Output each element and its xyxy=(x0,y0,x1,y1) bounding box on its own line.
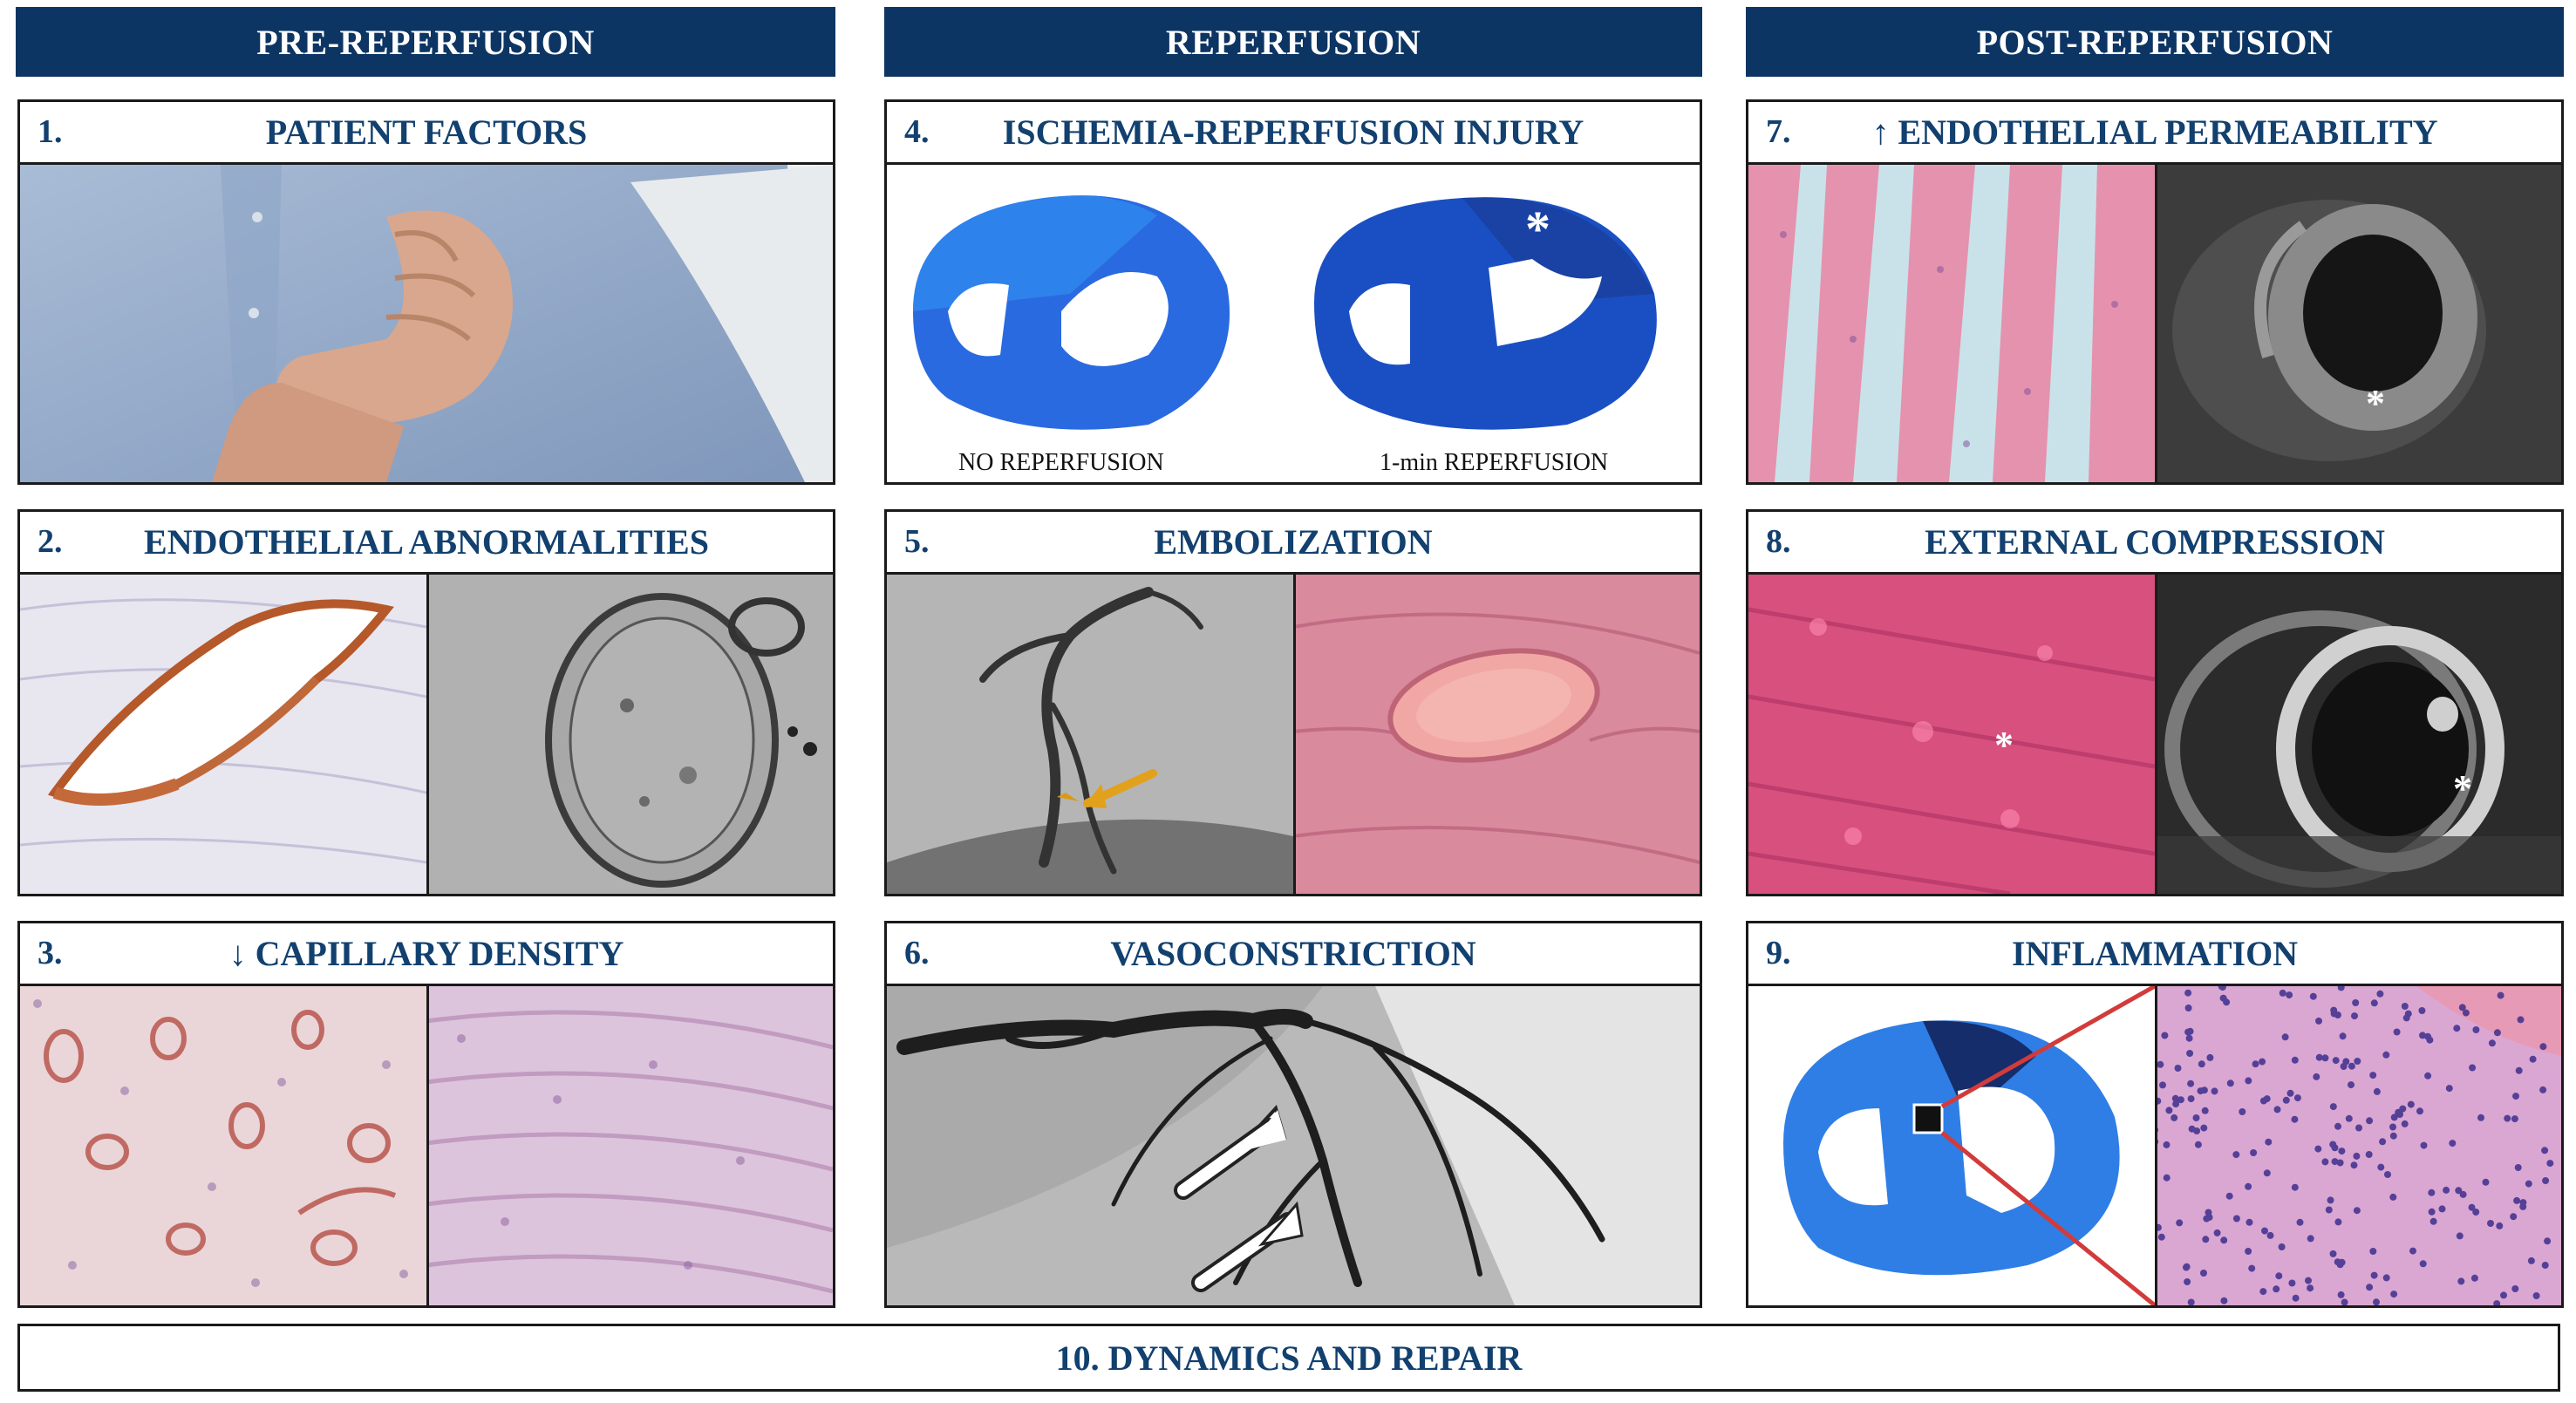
panel-title: 5. EMBOLIZATION xyxy=(887,512,1700,575)
asterisk-marker: * xyxy=(2453,767,2472,810)
panel-capillary-density: 3. ↓ CAPILLARY DENSITY xyxy=(17,921,835,1308)
histology-edema xyxy=(1748,165,2155,482)
panel-number: 1. xyxy=(37,113,63,150)
panel-embolization: 5. EMBOLIZATION xyxy=(884,509,1702,896)
heart-slice-1min-reperfusion xyxy=(1288,180,1680,442)
panel-title-text: ↓ CAPILLARY DENSITY xyxy=(228,934,624,973)
panel-number: 3. xyxy=(37,935,63,971)
panel-dynamics-and-repair: 10. DYNAMICS AND REPAIR xyxy=(17,1324,2560,1392)
histology-low-capillary-density xyxy=(426,986,833,1305)
panel-number: 2. xyxy=(37,523,63,560)
panel-title: 7. ↑ ENDOTHELIAL PERMEABILITY xyxy=(1748,102,2561,165)
histology-hemorrhage xyxy=(1748,575,2155,894)
image-divider xyxy=(2155,165,2157,482)
panel-inflammation: 9. INFLAMMATION xyxy=(1746,921,2564,1308)
label-1min-reperfusion: 1-min REPERFUSION xyxy=(1380,449,1609,476)
panel-title-text: INFLAMMATION xyxy=(2011,934,2299,973)
image-divider xyxy=(2155,986,2157,1305)
histology-high-capillary-density xyxy=(20,986,426,1305)
angiogram-embolization xyxy=(887,575,1293,894)
panel-title: 3. ↓ CAPILLARY DENSITY xyxy=(20,923,833,986)
panel-number: 5. xyxy=(904,523,930,560)
panel-title-text: VASOCONSTRICTION xyxy=(1110,934,1476,973)
panel-number: 4. xyxy=(904,113,930,150)
photo-patient-chest-pain xyxy=(20,165,833,482)
panel-number: 6. xyxy=(904,935,930,971)
panel-title-text: EMBOLIZATION xyxy=(1154,522,1433,562)
panel-endothelial-permeability: 7. ↑ ENDOTHELIAL PERMEABILITY xyxy=(1746,99,2564,485)
panel-title: 1. PATIENT FACTORS xyxy=(20,102,833,165)
label-no-reperfusion: NO REPERFUSION xyxy=(958,449,1164,476)
image-divider xyxy=(1293,575,1296,894)
image-divider xyxy=(426,575,429,894)
panel-patient-factors: 1. PATIENT FACTORS xyxy=(17,99,835,485)
panel-title: 9. INFLAMMATION xyxy=(1748,923,2561,986)
panel-title: 8. EXTERNAL COMPRESSION xyxy=(1748,512,2561,575)
column-header-reperfusion: REPERFUSION xyxy=(884,7,1702,77)
panel-vasoconstriction: 6. VASOCONSTRICTION xyxy=(884,921,1702,1308)
column-header-pre-reperfusion: PRE-REPERFUSION xyxy=(16,7,835,77)
histology-immunostain-vessel xyxy=(20,575,426,894)
heart-slice-no-reperfusion xyxy=(896,180,1244,442)
column-header-post-reperfusion: POST-REPERFUSION xyxy=(1746,7,2564,77)
panel-number: 8. xyxy=(1766,523,1791,560)
panel-external-compression: 8. EXTERNAL COMPRESSION * * xyxy=(1746,509,2564,896)
electron-micrograph-capillary xyxy=(426,575,833,894)
histology-embolized-vessel xyxy=(1293,575,1700,894)
panel-title: 4. ISCHEMIA-REPERFUSION INJURY xyxy=(887,102,1700,165)
panel-title-text: ENDOTHELIAL ABNORMALITIES xyxy=(144,522,709,562)
mri-lge-compression xyxy=(2155,575,2561,894)
panel-title-text: EXTERNAL COMPRESSION xyxy=(1925,522,2385,562)
panel-title: 6. VASOCONSTRICTION xyxy=(887,923,1700,986)
angiogram-vasoconstriction xyxy=(887,986,1700,1305)
panel-title-text: PATIENT FACTORS xyxy=(265,112,588,152)
asterisk-marker: * xyxy=(2366,382,2385,425)
asterisk-marker: * xyxy=(1525,201,1550,257)
panel-title: 2. ENDOTHELIAL ABNORMALITIES xyxy=(20,512,833,575)
panel-number: 7. xyxy=(1766,113,1791,150)
histology-inflammatory-infiltrate xyxy=(2155,986,2561,1305)
panel-title-text: ISCHEMIA-REPERFUSION INJURY xyxy=(1002,112,1584,152)
panel-ischemia-reperfusion-injury: 4. ISCHEMIA-REPERFUSION INJURY * NO REPE… xyxy=(884,99,1702,485)
asterisk-marker: * xyxy=(1994,724,2014,766)
mri-t2-edema xyxy=(2155,165,2561,482)
panel-title-text: ↑ ENDOTHELIAL PERMEABILITY xyxy=(1871,112,2438,152)
image-divider xyxy=(426,986,429,1305)
heart-slice-inflammation xyxy=(1748,986,2155,1305)
panel-number: 9. xyxy=(1766,935,1791,971)
image-divider xyxy=(2155,575,2157,894)
panel-endothelial-abnormalities: 2. ENDOTHELIAL ABNORMALITIES xyxy=(17,509,835,896)
